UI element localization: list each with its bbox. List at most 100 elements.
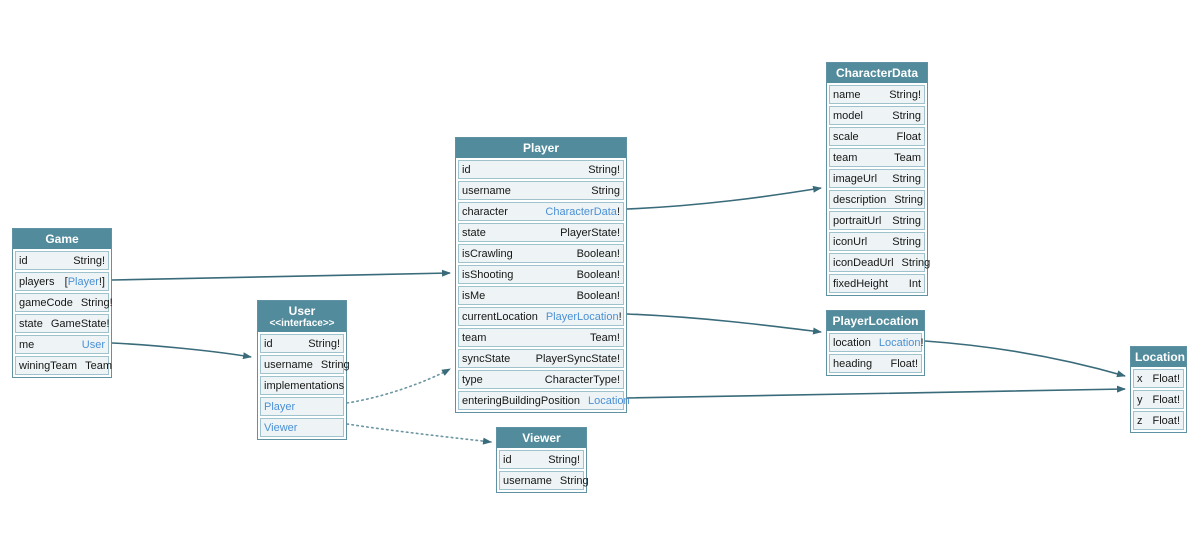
type-text: Boolean! <box>576 268 620 281</box>
type-text: String <box>892 172 921 185</box>
type-text: Float! <box>1152 372 1180 385</box>
type-link-Player[interactable]: Player <box>67 275 99 288</box>
field-type: Float! <box>890 358 918 370</box>
type-text: String <box>892 214 921 227</box>
type-text: String! <box>308 337 340 350</box>
field-type: Team! <box>590 332 620 344</box>
type-text: Float <box>896 130 921 143</box>
edge-user-Viewer-to-viewer <box>346 423 492 445</box>
field-type: Float! <box>1152 415 1180 427</box>
table-header-location[interactable]: Location <box>1131 347 1186 367</box>
table-header-viewer[interactable]: Viewer <box>497 428 586 448</box>
field-type: String! <box>73 255 105 267</box>
field-name: y <box>1137 393 1143 406</box>
type-text: Float! <box>1152 393 1180 406</box>
type-text: PlayerSyncState! <box>535 352 620 365</box>
type-text: PlayerState! <box>560 226 620 239</box>
field-type: String <box>560 475 589 487</box>
field-type: Int <box>909 278 921 290</box>
table-header-characterdata[interactable]: CharacterData <box>827 63 927 83</box>
field-name: id <box>462 163 471 176</box>
type-text: String <box>892 235 921 248</box>
field-name: players <box>19 275 55 288</box>
field-row-game-players[interactable]: players [Player!] <box>15 272 109 291</box>
table-header-user[interactable]: User<<interface>> <box>258 301 346 332</box>
field-name: description <box>833 193 887 206</box>
type-link-Viewer[interactable]: Viewer <box>264 421 298 434</box>
type-link-CharacterData[interactable]: CharacterData <box>545 205 617 218</box>
field-row-user-Player[interactable]: Player <box>260 397 344 416</box>
type-text: [ <box>64 275 68 288</box>
field-type: Boolean! <box>577 248 620 260</box>
field-name: id <box>264 337 273 350</box>
field-type: String! <box>308 338 340 350</box>
field-row-viewer-username[interactable]: username String <box>499 471 589 490</box>
field-name: isShooting <box>462 268 514 281</box>
field-row-user-Viewer[interactable]: Viewer <box>260 418 344 437</box>
field-type: Float! <box>1152 373 1180 385</box>
type-link-Location[interactable]: Location <box>588 394 630 407</box>
field-row-player-state[interactable]: state PlayerState! <box>458 223 624 242</box>
field-type: [Player!] <box>65 276 105 288</box>
table-header-playerlocation[interactable]: PlayerLocation <box>827 311 924 331</box>
type-text: GameState! <box>50 317 110 330</box>
field-name: username <box>503 474 552 487</box>
field-type: Location! <box>879 337 924 349</box>
field-row-user-id[interactable]: id String! <box>260 334 344 353</box>
field-name: type <box>462 373 483 386</box>
field-row-characterdata-portraitUrl[interactable]: portraitUrl String <box>829 211 925 230</box>
field-row-user-implementations[interactable]: implementations <box>260 376 344 395</box>
field-type: String <box>902 257 931 269</box>
type-text: ! <box>618 310 622 323</box>
field-type: PlayerSyncState! <box>536 353 620 365</box>
type-text: !] <box>98 275 105 288</box>
table-header-game[interactable]: Game <box>13 229 111 249</box>
field-row-player-id[interactable]: id String! <box>458 160 624 179</box>
field-row-player-isShooting[interactable]: isShooting Boolean! <box>458 265 624 284</box>
type-text: String <box>591 184 620 197</box>
field-name: state <box>462 226 486 239</box>
field-type: String! <box>588 164 620 176</box>
type-link-Player[interactable]: Player <box>264 400 296 413</box>
table-header-player[interactable]: Player <box>456 138 626 158</box>
type-link-User[interactable]: User <box>81 338 105 351</box>
field-row-location-x[interactable]: x Float! <box>1133 369 1184 388</box>
type-link-PlayerLocation[interactable]: PlayerLocation <box>545 310 619 323</box>
table-title: User <box>288 304 316 318</box>
field-name: x <box>1137 372 1143 385</box>
field-row-location-y[interactable]: y Float! <box>1133 390 1184 409</box>
type-link-Location[interactable]: Location <box>878 336 921 349</box>
field-name: portraitUrl <box>833 214 882 227</box>
field-name: team <box>833 151 858 164</box>
